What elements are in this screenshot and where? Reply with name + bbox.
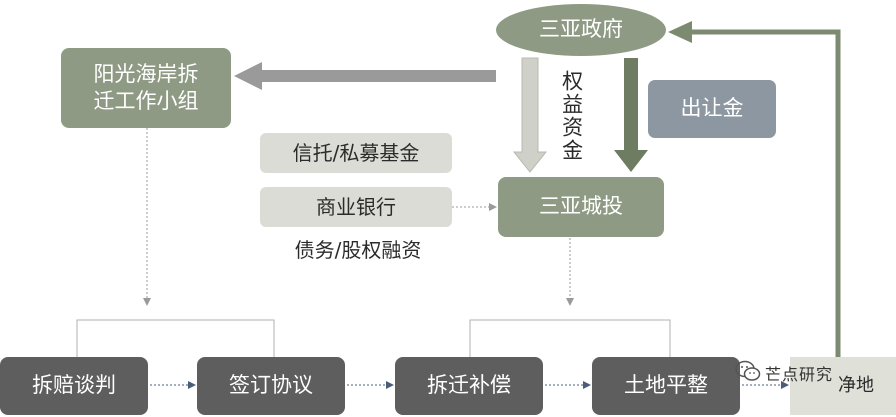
trust-fund-node: 信托/私募基金 (260, 133, 452, 173)
clean-land-node: 净地 (790, 357, 896, 415)
government-node: 三亚政府 (496, 4, 666, 56)
equity-capital-label: 权益资金 (559, 70, 584, 162)
wechat-icon (735, 360, 761, 386)
land-leveling-node: 土地平整 (592, 357, 740, 415)
sign-agreement-node: 签订协议 (197, 357, 345, 415)
compensation-node: 拆迁补偿 (395, 357, 543, 415)
watermark-text: 芒点研究 (765, 365, 834, 384)
bracket-right (469, 319, 671, 358)
negotiation-node: 拆赔谈判 (0, 357, 148, 415)
watermark: 芒点研究 (735, 360, 833, 386)
demolition-team-node: 阳光海岸拆 迁工作小组 (61, 48, 231, 128)
commercial-bank-node: 商业银行 (260, 187, 452, 227)
arrow-government-to-demolition-team (234, 62, 496, 90)
debt-equity-label: 债务/股权融资 (294, 238, 422, 262)
arrow-land-transfer-fee (614, 58, 648, 172)
arrow-equity-capital (512, 57, 548, 173)
arrow-clean-land-to-government (690, 29, 841, 358)
land-transfer-fee-node: 出让金 (648, 80, 776, 138)
bracket-left (76, 319, 275, 358)
urban-investment-node: 三亚城投 (498, 177, 664, 237)
